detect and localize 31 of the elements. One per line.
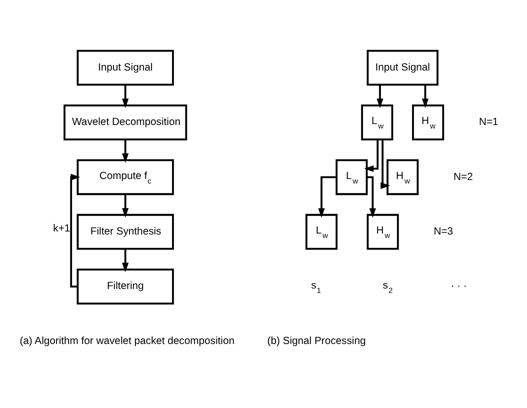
edge-label: k+1 — [53, 223, 70, 234]
label: (b) Signal Processing — [267, 335, 366, 346]
label: N=1 — [479, 116, 498, 128]
node-box: L$_{w}$ — [361, 104, 394, 140]
arrow — [422, 84, 429, 108]
arrow — [122, 138, 129, 162]
arrow — [366, 176, 376, 218]
node-box: L$_{w}$ — [336, 158, 368, 195]
node-box: H$_{w}$ — [366, 213, 399, 250]
node-box: Compute f$_{c}$ — [76, 158, 174, 195]
arrow — [122, 84, 129, 108]
node-box: Input Signal — [76, 49, 174, 86]
arrow — [380, 139, 390, 188]
node-box: H$_{w}$ — [386, 158, 419, 195]
node-box: Filter Synthesis — [76, 213, 174, 250]
arrow — [122, 248, 129, 272]
arrow — [70, 173, 80, 287]
label: N=2 — [454, 171, 473, 182]
label: s$_{1}$ — [311, 280, 321, 294]
label: N=3 — [434, 226, 454, 237]
node-box: Input Signal — [366, 49, 438, 86]
label: · · · — [450, 280, 467, 292]
label: (a) Algorithm for wavelet packet decomposition — [20, 335, 234, 346]
node-box: L$_{w}$ — [305, 213, 338, 250]
node-box: Wavelet Decomposition — [64, 104, 188, 140]
node-box: H$_{w}$ — [412, 104, 444, 140]
label: s$_{2}$ — [382, 280, 393, 294]
arrow — [364, 139, 379, 172]
arrow — [122, 194, 129, 218]
node-box: Filtering — [76, 268, 174, 304]
arrow — [376, 84, 384, 108]
